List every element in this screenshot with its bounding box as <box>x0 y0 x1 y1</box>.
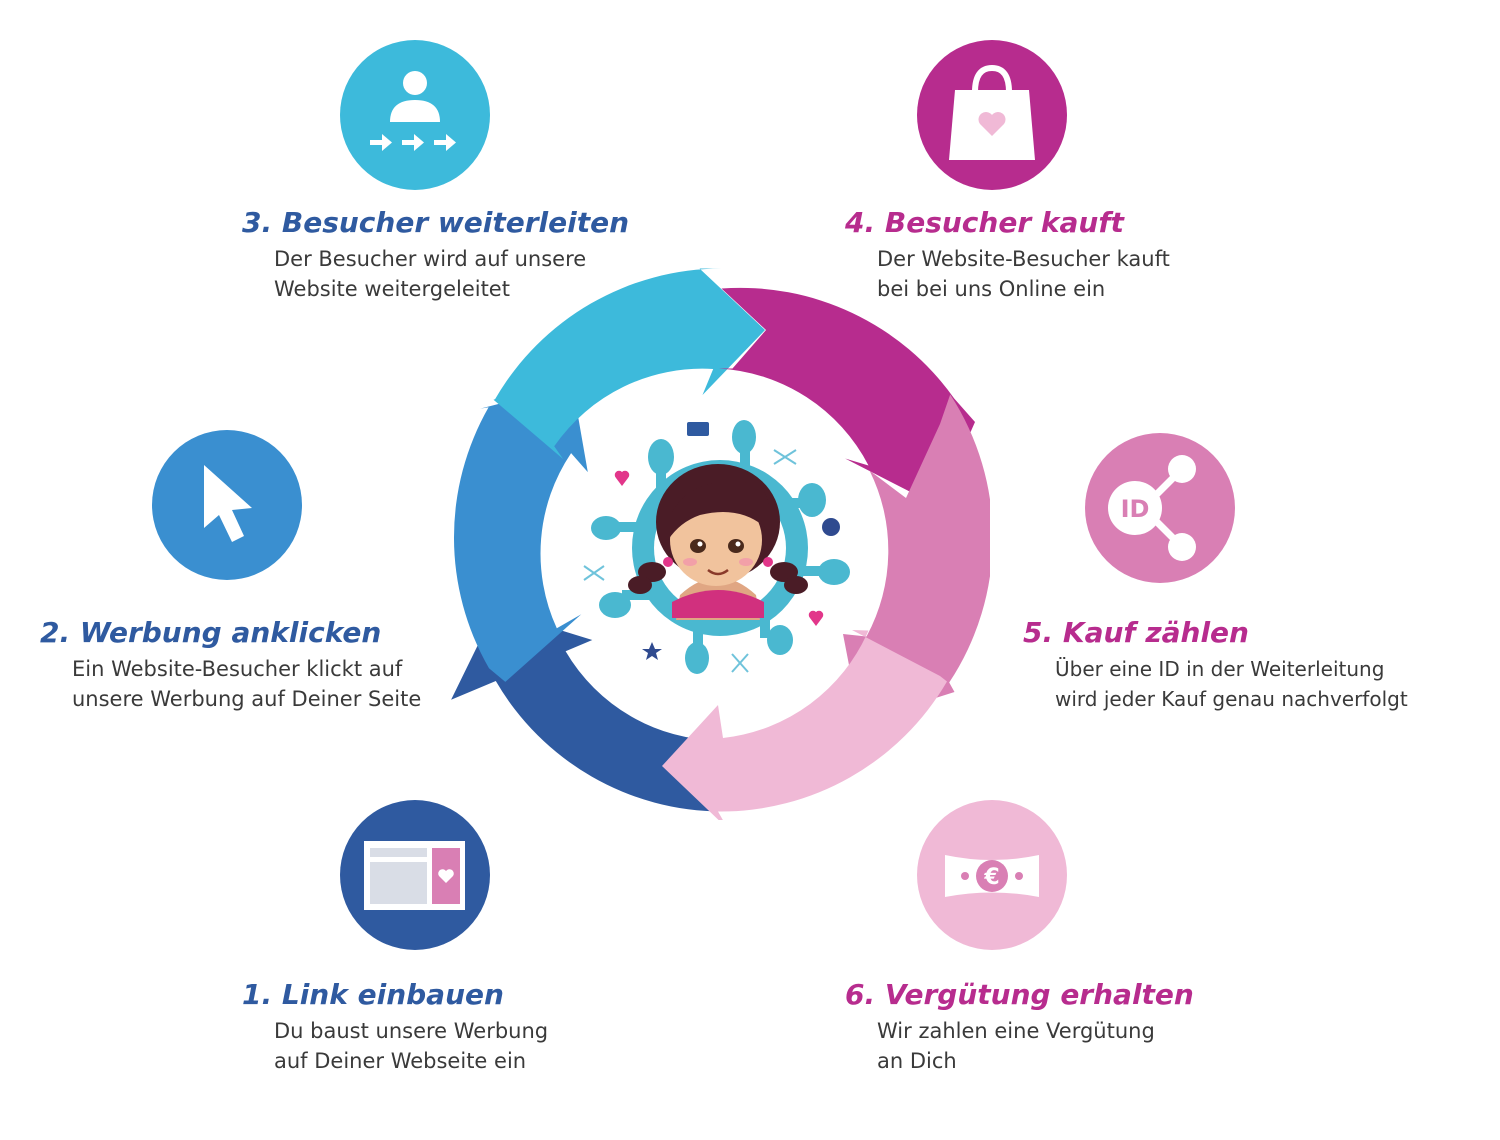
step-5-line-1: Über eine ID in der Weiterleitung <box>1055 657 1385 681</box>
shopping-bag-icon <box>917 40 1067 190</box>
step-3-line-2: Website weitergeleitet <box>274 277 510 301</box>
website-banner-icon-circle <box>340 800 490 950</box>
step-6-line-1: Wir zahlen eine Vergütung <box>877 1019 1155 1043</box>
step-1-line-1: Du baust unsere Werbung <box>274 1019 549 1043</box>
share-id-icon: ID <box>1085 433 1235 583</box>
shopping-bag-icon-circle <box>917 40 1067 190</box>
step-4-line-2: bei bei uns Online ein <box>877 277 1106 301</box>
cursor-icon-circle <box>152 430 302 580</box>
euro-symbol: € <box>983 865 999 890</box>
euro-banknote-icon-circle: € <box>917 800 1067 950</box>
step-3-line-1: Der Besucher wird auf unsere <box>274 247 587 271</box>
step-6: 6. Vergütung erhalten Wir zahlen eine Ve… <box>845 978 1194 1076</box>
step-6-title: 6. Vergütung erhalten <box>845 978 1194 1011</box>
step-4-line-1: Der Website-Besucher kauft <box>877 247 1170 271</box>
step-3: 3. Besucher weiterleiten Der Besucher wi… <box>242 206 629 304</box>
step-3-description: Der Besucher wird auf unsere Website wei… <box>274 244 629 304</box>
step-1-line-2: auf Deiner Webseite ein <box>274 1049 527 1073</box>
step-3-title: 3. Besucher weiterleiten <box>242 206 630 239</box>
cycle-arrow-3 <box>493 268 765 460</box>
share-id-icon-circle: ID <box>1085 433 1235 583</box>
step-4: 4. Besucher kauft Der Website-Besucher k… <box>845 206 1170 304</box>
step-2-description: Ein Website-Besucher klickt auf unsere W… <box>72 654 421 714</box>
step-2-line-2: unsere Werbung auf Deiner Seite <box>72 687 422 711</box>
step-6-description: Wir zahlen eine Vergütung an Dich <box>877 1016 1194 1076</box>
step-2: 2. Werbung anklicken Ein Website-Besuche… <box>40 616 421 714</box>
cycle-arrow-4 <box>718 287 975 506</box>
step-5: 5. Kauf zählen Über eine ID in der Weite… <box>1023 616 1408 714</box>
step-4-description: Der Website-Besucher kauft bei bei uns O… <box>877 244 1170 304</box>
cycle-arrow-2 <box>453 385 588 682</box>
website-banner-icon <box>340 800 490 950</box>
step-4-title: 4. Besucher kauft <box>845 206 1124 239</box>
step-5-title: 5. Kauf zählen <box>1023 616 1249 649</box>
cycle-arrow-5 <box>843 394 990 722</box>
cursor-icon <box>152 430 302 580</box>
step-1-title: 1. Link einbauen <box>242 978 504 1011</box>
step-1: 1. Link einbauen Du baust unsere Werbung… <box>242 978 548 1076</box>
step-5-description: Über eine ID in der Weiterleitung wird j… <box>1055 654 1408 714</box>
user-redirect-icon <box>340 40 490 190</box>
step-5-line-2: wird jeder Kauf genau nachverfolgt <box>1055 687 1408 711</box>
step-1-description: Du baust unsere Werbung auf Deiner Webse… <box>274 1016 548 1076</box>
process-cycle <box>451 268 990 820</box>
step-6-line-2: an Dich <box>877 1049 957 1073</box>
step-2-title: 2. Werbung anklicken <box>40 616 382 649</box>
euro-banknote-icon: € <box>917 800 1067 950</box>
cycle-arrow-6 <box>662 630 947 820</box>
id-label: ID <box>1121 495 1150 523</box>
step-2-line-1: Ein Website-Besucher klickt auf <box>72 657 403 681</box>
mascot-illustration <box>583 420 850 674</box>
user-redirect-icon-circle <box>340 40 490 190</box>
